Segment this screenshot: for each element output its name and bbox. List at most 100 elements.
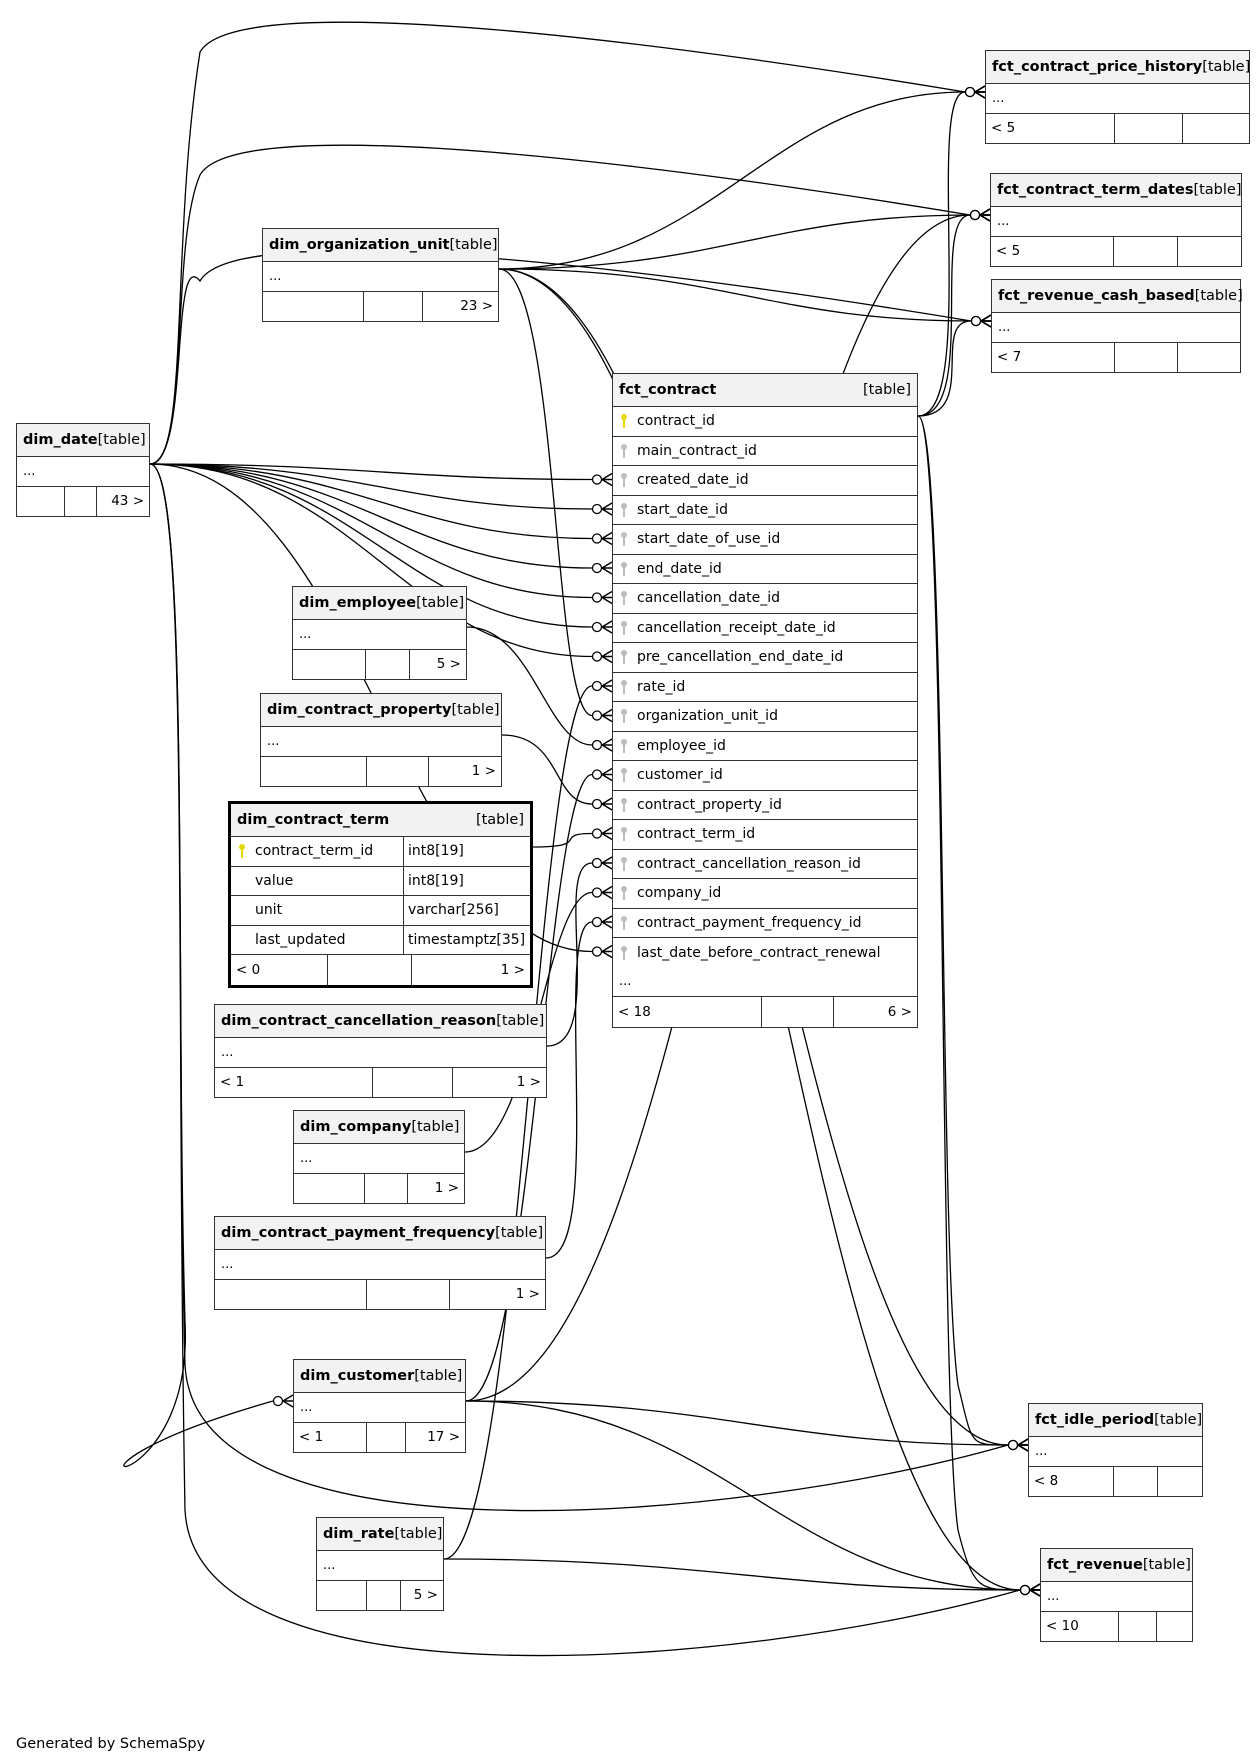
table-header[interactable]: dim_customer [table]	[294, 1360, 465, 1393]
table-dim-employee[interactable]: dim_employee [table] ... 5 >	[292, 586, 467, 680]
table-name[interactable]: dim_contract_cancellation_reason	[221, 1013, 497, 1029]
table-header[interactable]: fct_idle_period [table]	[1029, 1404, 1202, 1437]
column-row[interactable]: employee_id	[613, 732, 917, 761]
parents-count[interactable]: < 0	[236, 961, 261, 978]
parents-count[interactable]: < 1	[220, 1074, 245, 1091]
parents-count[interactable]: < 1	[299, 1429, 324, 1446]
parents-count[interactable]: < 18	[618, 1003, 651, 1020]
column-row[interactable]: value int8[19]	[231, 866, 530, 896]
parents-count[interactable]	[294, 1174, 364, 1204]
table-header[interactable]: fct_contract_term_dates [table]	[991, 174, 1242, 207]
table-header[interactable]: dim_date [table]	[17, 424, 149, 457]
parents-count[interactable]: < 5	[991, 120, 1016, 137]
table-fct-revenue[interactable]: fct_revenue [table] ... < 10	[1040, 1548, 1193, 1642]
children-count[interactable]: 1 >	[449, 1279, 545, 1309]
table-name[interactable]: dim_company	[300, 1119, 412, 1135]
children-count[interactable]: 43 >	[96, 486, 149, 516]
children-count[interactable]	[1182, 113, 1249, 143]
children-count[interactable]	[1177, 342, 1240, 372]
table-dim-contract-cancellation-reason[interactable]: dim_contract_cancellation_reason [table]…	[214, 1004, 547, 1098]
children-count[interactable]: 1 >	[407, 1173, 464, 1203]
children-count[interactable]: 1 >	[428, 756, 501, 786]
table-name[interactable]: fct_revenue	[1047, 1557, 1143, 1573]
column-row[interactable]: contract_term_id int8[19]	[231, 837, 530, 867]
parents-count[interactable]	[263, 292, 363, 322]
column-row[interactable]: cancellation_date_id	[613, 584, 917, 614]
column-row[interactable]: start_date_of_use_id	[613, 525, 917, 555]
table-dim-date[interactable]: dim_date [table] ... 43 >	[16, 423, 150, 517]
table-header[interactable]: fct_revenue [table]	[1041, 1549, 1192, 1582]
table-dim-organization-unit[interactable]: dim_organization_unit [table] ... 23 >	[262, 228, 499, 322]
table-name[interactable]: fct_contract	[619, 382, 717, 398]
children-count[interactable]	[1177, 236, 1241, 266]
column-row[interactable]: last_date_before_contract_renewal	[613, 938, 917, 968]
table-header[interactable]: dim_contract_property [table]	[261, 694, 501, 727]
children-count[interactable]: 1 >	[452, 1067, 546, 1097]
column-row[interactable]: contract_term_id	[613, 820, 917, 850]
children-count[interactable]	[1156, 1611, 1192, 1641]
table-name[interactable]: fct_idle_period	[1035, 1412, 1155, 1428]
parents-count[interactable]: < 7	[997, 349, 1022, 366]
column-row[interactable]: company_id	[613, 879, 917, 909]
table-fct-revenue-cash-based[interactable]: fct_revenue_cash_based [table] ... < 7	[991, 279, 1243, 373]
column-row[interactable]: pre_cancellation_end_date_id	[613, 643, 917, 673]
column-row[interactable]: contract_property_id	[613, 791, 917, 820]
column-row[interactable]: start_date_id	[613, 496, 917, 525]
table-fct-contract-term-dates[interactable]: fct_contract_term_dates [table] ... < 5	[990, 173, 1242, 267]
table-header[interactable]: dim_organization_unit [table]	[263, 229, 498, 262]
table-name[interactable]: dim_date	[23, 432, 98, 448]
children-count[interactable]: 1 >	[411, 955, 530, 985]
column-row[interactable]: contract_payment_frequency_id	[613, 909, 917, 938]
table-fct-idle-period[interactable]: fct_idle_period [table] ... < 8	[1028, 1403, 1203, 1497]
table-header[interactable]: dim_company [table]	[294, 1111, 464, 1144]
table-name[interactable]: dim_rate	[323, 1526, 395, 1542]
parents-count[interactable]	[215, 1280, 366, 1310]
parents-count[interactable]	[293, 650, 365, 680]
column-row[interactable]: cancellation_receipt_date_id	[613, 614, 917, 643]
parents-count[interactable]	[17, 487, 64, 517]
children-count[interactable]: 5 >	[409, 649, 466, 679]
column-row[interactable]: created_date_id	[613, 466, 917, 496]
table-header[interactable]: dim_contract_cancellation_reason [table]	[215, 1005, 546, 1038]
table-name[interactable]: dim_employee	[299, 595, 417, 611]
table-dim-company[interactable]: dim_company [table] ... 1 >	[293, 1110, 465, 1204]
table-header[interactable]: dim_contract_term [table]	[231, 804, 530, 837]
table-name[interactable]: dim_contract_property	[267, 702, 452, 718]
table-header[interactable]: dim_employee [table]	[293, 587, 466, 620]
table-name[interactable]: dim_organization_unit	[269, 237, 450, 253]
children-count[interactable]	[1157, 1466, 1202, 1496]
parents-count[interactable]: < 10	[1046, 1618, 1079, 1635]
table-dim-contract-property[interactable]: dim_contract_property [table] ... 1 >	[260, 693, 502, 787]
table-dim-customer[interactable]: dim_customer [table] ... < 1 17 >	[293, 1359, 466, 1453]
parents-count[interactable]: < 5	[996, 243, 1021, 260]
column-row[interactable]: rate_id	[613, 673, 917, 702]
table-name[interactable]: fct_contract_term_dates	[997, 182, 1194, 198]
table-name[interactable]: fct_contract_price_history	[992, 59, 1203, 75]
column-row[interactable]: unit varchar[256]	[231, 896, 530, 926]
table-header[interactable]: dim_rate [table]	[317, 1518, 443, 1551]
table-fct-contract-price-history[interactable]: fct_contract_price_history [table] ... <…	[985, 50, 1250, 144]
children-count[interactable]: 23 >	[422, 291, 498, 321]
table-dim-contract-payment-frequency[interactable]: dim_contract_payment_frequency [table] .…	[214, 1216, 546, 1310]
table-dim-rate[interactable]: dim_rate [table] ... 5 >	[316, 1517, 444, 1611]
table-dim-contract-term[interactable]: dim_contract_term [table] contract_term_…	[228, 801, 533, 988]
column-row[interactable]: customer_id	[613, 761, 917, 791]
children-count[interactable]: 17 >	[405, 1422, 465, 1452]
table-header[interactable]: fct_contract [table]	[613, 374, 917, 407]
column-row[interactable]: contract_cancellation_reason_id	[613, 850, 917, 879]
table-header[interactable]: fct_revenue_cash_based [table]	[992, 280, 1243, 313]
parents-count[interactable]: < 8	[1034, 1473, 1059, 1490]
column-row[interactable]: last_updated timestamptz[35]	[231, 925, 530, 955]
children-count[interactable]: 6 >	[833, 997, 917, 1027]
table-name[interactable]: dim_contract_term	[237, 812, 390, 828]
column-row[interactable]: end_date_id	[613, 555, 917, 584]
parents-count[interactable]	[317, 1581, 366, 1611]
table-name[interactable]: dim_customer	[300, 1368, 415, 1384]
children-count[interactable]: 5 >	[400, 1580, 443, 1610]
table-header[interactable]: dim_contract_payment_frequency [table]	[215, 1217, 545, 1250]
column-row[interactable]: organization_unit_id	[613, 702, 917, 732]
column-row[interactable]: contract_id	[613, 407, 917, 437]
parents-count[interactable]	[261, 757, 366, 787]
table-name[interactable]: dim_contract_payment_frequency	[221, 1225, 496, 1241]
